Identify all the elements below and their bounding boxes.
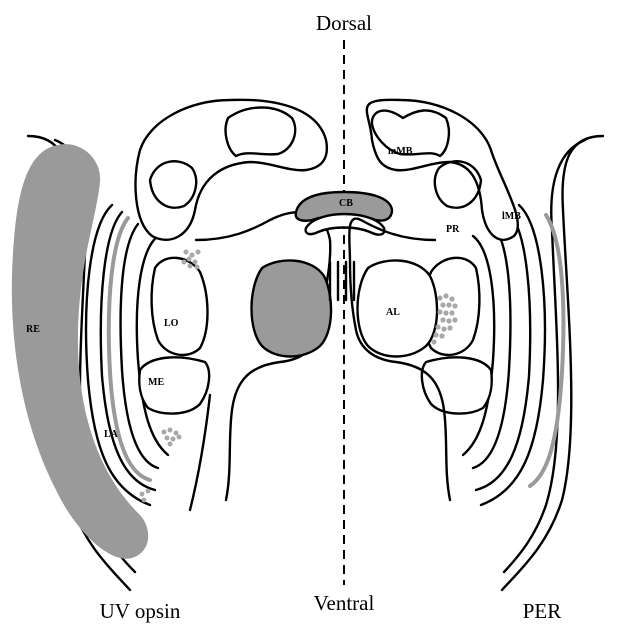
lo-label: LO xyxy=(164,318,179,329)
left-hemisphere xyxy=(12,100,338,590)
la-label: LA xyxy=(104,429,119,440)
uv-opsin-title: UV opsin xyxy=(100,599,181,623)
lmb-label: lMB xyxy=(502,211,521,222)
mmb-label: mMB xyxy=(388,146,413,157)
al-label: AL xyxy=(386,307,400,318)
ventral-label: Ventral xyxy=(314,591,375,615)
cells-left-lower xyxy=(162,428,182,447)
right-hemisphere xyxy=(346,100,603,590)
per-title: PER xyxy=(523,599,562,623)
me-label: ME xyxy=(148,377,164,388)
cb-label: CB xyxy=(339,198,353,209)
pr-label: PR xyxy=(446,224,460,235)
dorsal-label: Dorsal xyxy=(316,11,372,35)
re-label: RE xyxy=(26,324,40,335)
antennal-lobe-left-stain xyxy=(252,260,332,356)
